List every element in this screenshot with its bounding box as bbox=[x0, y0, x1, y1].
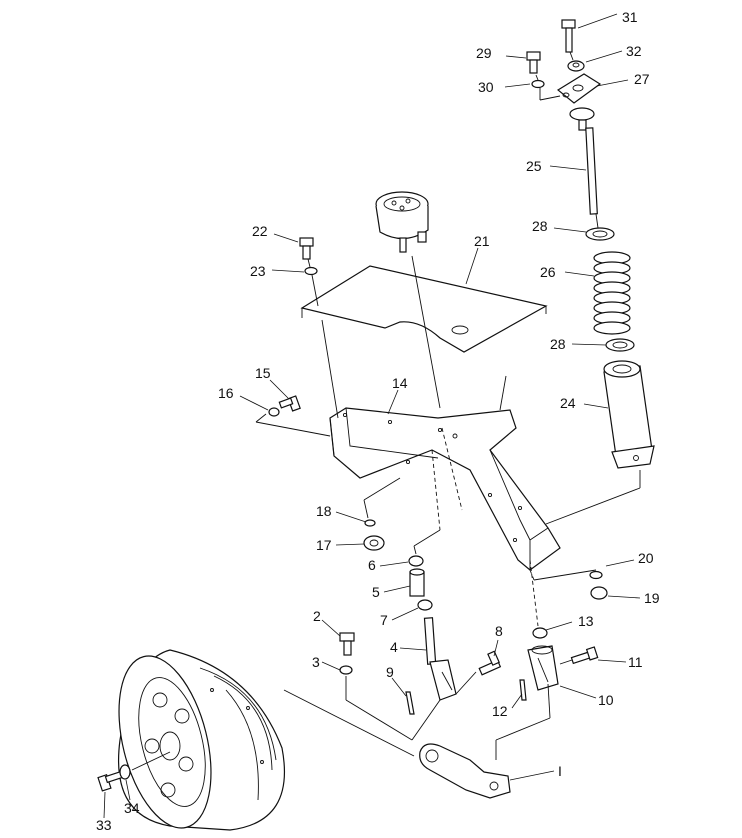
callout-5: 5 bbox=[372, 584, 380, 600]
callout-25: 25 bbox=[526, 158, 542, 174]
nut-7 bbox=[417, 599, 433, 611]
bolt-33 bbox=[97, 770, 124, 792]
callout-31: 31 bbox=[622, 9, 638, 25]
assembly-lines bbox=[131, 51, 641, 771]
callout-21: 21 bbox=[474, 233, 490, 249]
callout-13: 13 bbox=[578, 613, 594, 629]
clevis-10 bbox=[527, 645, 559, 691]
nut-19 bbox=[590, 586, 608, 600]
callout-19: 19 bbox=[644, 590, 660, 606]
washer-16 bbox=[268, 407, 280, 417]
rod-end-4 bbox=[423, 617, 457, 701]
callout-11: 11 bbox=[628, 654, 643, 670]
callout-14: 14 bbox=[392, 375, 408, 391]
bracket-14 bbox=[329, 407, 561, 571]
callout-32: 32 bbox=[626, 43, 642, 59]
gauge-component bbox=[375, 191, 429, 253]
callout-34: 34 bbox=[124, 800, 140, 816]
callout-10: 10 bbox=[598, 692, 614, 708]
callout-23: 23 bbox=[250, 263, 266, 279]
spring-26 bbox=[593, 251, 631, 335]
washer-28-upper bbox=[585, 227, 615, 241]
callout-4: 4 bbox=[390, 639, 398, 655]
bolt-29 bbox=[526, 51, 541, 74]
nut-6 bbox=[408, 555, 424, 567]
callout-26: 26 bbox=[540, 264, 556, 280]
arm-I bbox=[419, 743, 511, 799]
bolt-11 bbox=[570, 646, 599, 665]
nut-17 bbox=[363, 535, 385, 551]
leader-lines bbox=[103, 13, 641, 819]
bolt-31 bbox=[561, 19, 576, 53]
callout-12: 12 bbox=[492, 703, 508, 719]
washer-34 bbox=[119, 764, 131, 780]
callout-16: 16 bbox=[218, 385, 234, 401]
washer-30 bbox=[531, 79, 545, 89]
washer-18 bbox=[364, 519, 376, 527]
sleeve-5 bbox=[409, 568, 425, 597]
callout-33: 33 bbox=[96, 817, 112, 833]
bolt-22 bbox=[299, 237, 314, 260]
bolt-2 bbox=[339, 632, 355, 656]
callout-7: 7 bbox=[380, 612, 388, 628]
callout-9: 9 bbox=[386, 664, 394, 680]
callout-30: 30 bbox=[478, 79, 494, 95]
nut-32 bbox=[567, 60, 585, 72]
bolt-15 bbox=[278, 395, 301, 412]
callout-24: 24 bbox=[560, 395, 576, 411]
callout-22: 22 bbox=[252, 223, 268, 239]
wheel-hub-drum bbox=[118, 649, 286, 831]
callout-18: 18 bbox=[316, 503, 332, 519]
washer-3 bbox=[339, 665, 353, 675]
cylinder-24 bbox=[603, 360, 655, 469]
washer-20 bbox=[589, 570, 603, 580]
callout-20: 20 bbox=[638, 550, 654, 566]
callout-8: 8 bbox=[495, 623, 503, 639]
callout-29: 29 bbox=[476, 45, 492, 61]
callout-17: 17 bbox=[316, 537, 332, 553]
nut-13 bbox=[532, 627, 548, 639]
washer-28-lower bbox=[605, 338, 635, 352]
pin-12 bbox=[519, 679, 527, 701]
plate-21 bbox=[300, 265, 548, 353]
bracket-27 bbox=[556, 73, 602, 104]
callout-3: 3 bbox=[312, 654, 320, 670]
callout-2: 2 bbox=[313, 608, 321, 624]
callout-28-lower: 28 bbox=[550, 336, 566, 352]
bolt-8 bbox=[478, 650, 502, 676]
shaft-25 bbox=[569, 107, 598, 215]
callout-28-upper: 28 bbox=[532, 218, 548, 234]
washer-23 bbox=[304, 266, 318, 276]
callout-I: I bbox=[558, 763, 562, 779]
callout-labels: 31 32 27 29 30 25 28 26 28 24 21 22 23 1… bbox=[96, 9, 660, 833]
callout-6: 6 bbox=[368, 557, 376, 573]
pin-9 bbox=[405, 691, 415, 715]
callout-15: 15 bbox=[255, 365, 271, 381]
callout-27: 27 bbox=[634, 71, 650, 87]
